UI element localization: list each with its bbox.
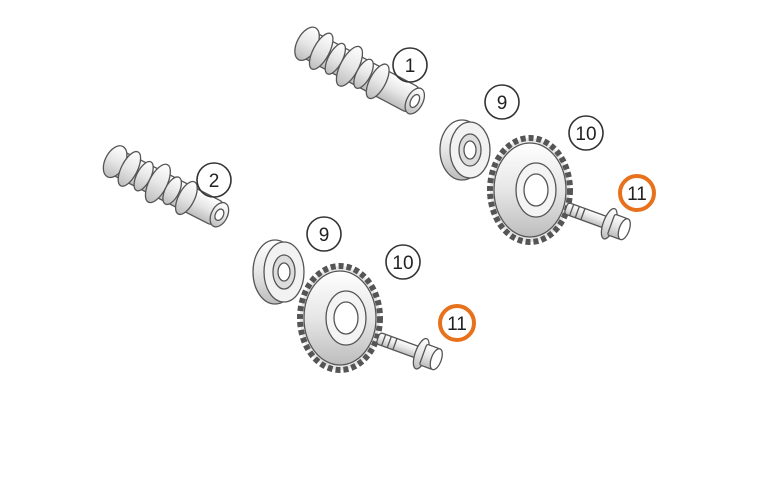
callout-label: 9 xyxy=(497,93,508,114)
callout-label: 11 xyxy=(447,314,467,335)
callout-9-lower: 9 xyxy=(306,216,342,252)
callout-label: 11 xyxy=(627,184,647,205)
bearing-upper xyxy=(439,119,491,181)
camshaft-lower xyxy=(102,145,230,228)
callout-label: 10 xyxy=(392,253,413,274)
callout-11-lower: 11 xyxy=(438,304,476,342)
bolt-lower xyxy=(376,332,443,371)
callout-label: 1 xyxy=(405,56,416,77)
callout-9-upper: 9 xyxy=(484,84,520,120)
callout-label: 10 xyxy=(575,124,596,145)
camshaft-upper xyxy=(294,26,426,115)
callout-label: 9 xyxy=(319,225,330,246)
callout-11-upper: 11 xyxy=(618,174,656,212)
bolt-upper xyxy=(564,202,631,241)
bearing-lower xyxy=(252,239,305,305)
callout-label: 2 xyxy=(209,171,220,192)
sprocket-upper xyxy=(487,135,573,245)
sprocket-lower xyxy=(297,263,383,373)
callout-10-lower: 10 xyxy=(385,244,421,280)
callout-10-upper: 10 xyxy=(568,115,604,151)
callout-2: 2 xyxy=(196,162,232,198)
callout-1: 1 xyxy=(392,47,428,83)
